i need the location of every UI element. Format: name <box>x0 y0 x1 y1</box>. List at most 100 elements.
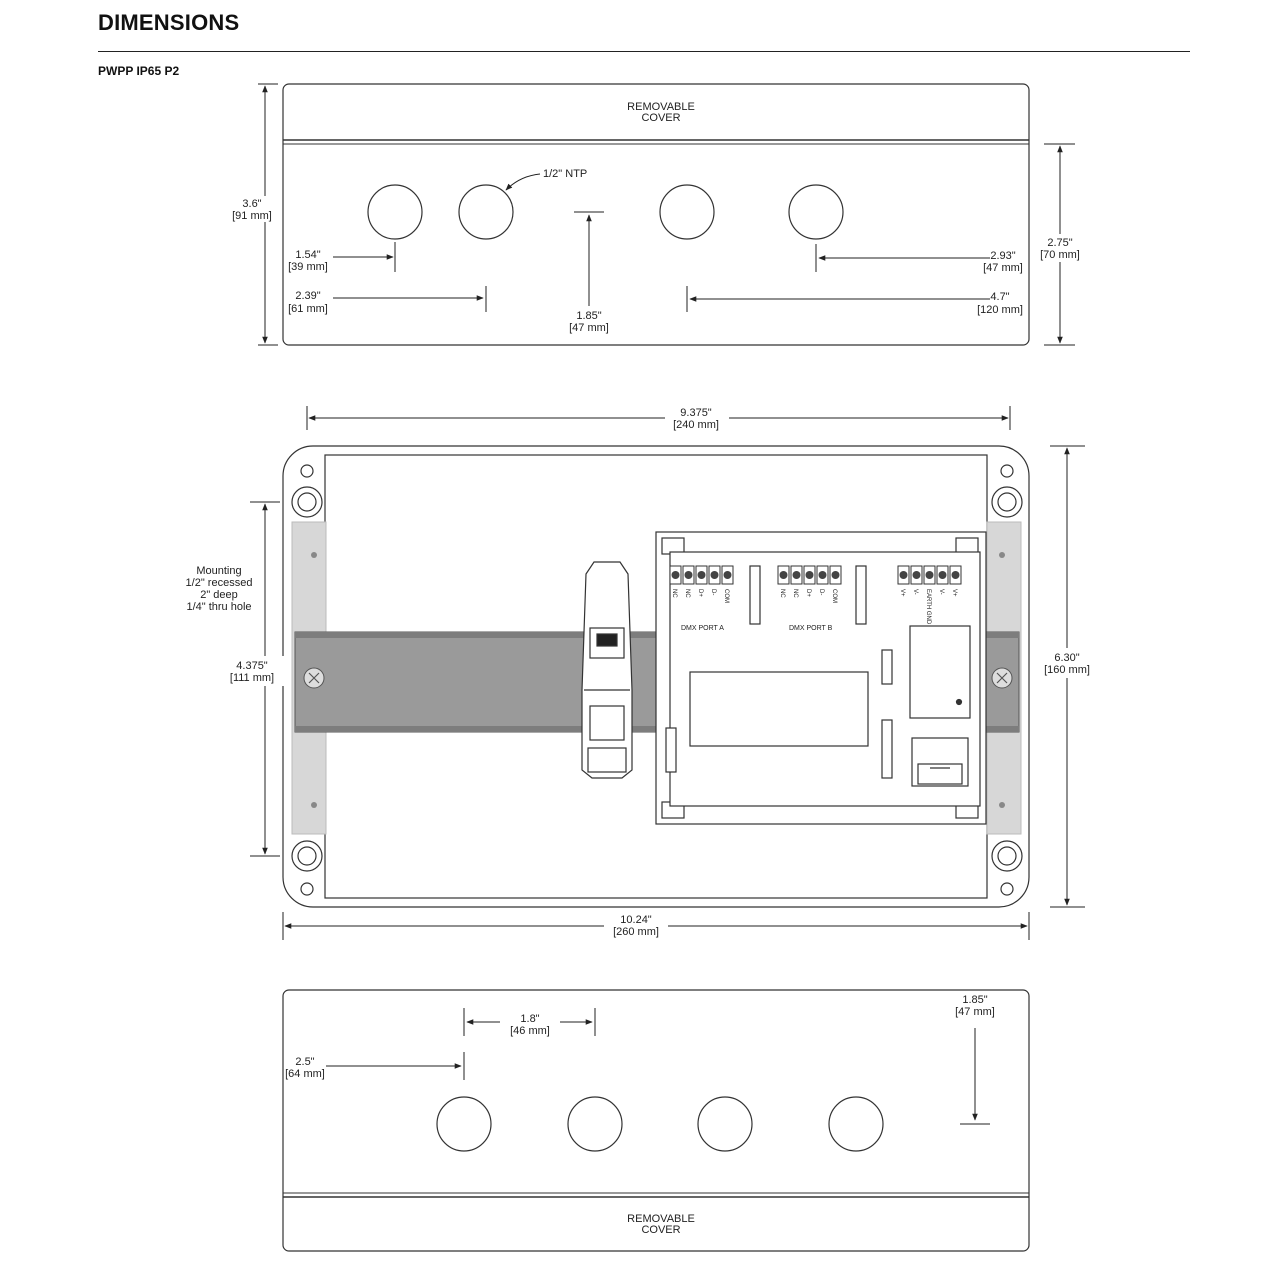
dim-275-in: 2.75" <box>1047 237 1072 249</box>
power-terminal-label-3: V- <box>938 589 944 595</box>
port-b-terminal-screw-4 <box>831 571 840 579</box>
power-terminal-screw-3 <box>938 571 947 579</box>
dim-47-in: 4.7" <box>990 291 1009 303</box>
top-knockout-3 <box>659 184 715 240</box>
port-a-terminal-label-1: NC <box>684 589 690 598</box>
port-a-terminal-label-3: D- <box>710 589 716 595</box>
dim-25-in: 2.5" <box>295 1056 314 1068</box>
bottom-knockout-4 <box>828 1096 884 1152</box>
corner-screw-br-outer <box>1000 882 1014 896</box>
knockout-leader <box>505 173 541 191</box>
port-b-label: DMX PORT B <box>789 625 833 632</box>
dim-18-mm: [46 mm] <box>510 1025 550 1037</box>
port-a-terminal-label-4: COM <box>723 589 729 603</box>
mount-hole-tr-inner <box>997 492 1017 512</box>
power-terminal-label-4: V+ <box>951 589 957 597</box>
dim-b185-in: 1.85" <box>962 994 987 1006</box>
dim-18-in: 1.8" <box>520 1013 539 1025</box>
top-view <box>282 83 1030 346</box>
dim-154-in: 1.54" <box>295 249 320 261</box>
power-terminal-screw-0 <box>899 571 908 579</box>
top-cover-label-2: COVER <box>641 112 680 124</box>
dim-293-mm: [47 mm] <box>983 262 1023 274</box>
port-b-terminal-label-1: NC <box>792 589 798 598</box>
top-knockout-4 <box>788 184 844 240</box>
dim-b185-mm: [47 mm] <box>955 1006 995 1018</box>
module-switch-1 <box>881 649 893 685</box>
mount-hole-br <box>991 840 1023 872</box>
power-terminal-screw-2 <box>925 571 934 579</box>
dim-outer-height-in: 6.30" <box>1054 652 1079 664</box>
port-a-terminal-screw-4 <box>723 571 732 579</box>
bottom-view <box>282 989 1030 1252</box>
dim-height-label-bg <box>222 196 280 222</box>
corner-screw-tl-outer <box>300 464 314 478</box>
mounting-note-1: Mounting <box>196 565 241 577</box>
port-a-terminal-screw-1 <box>684 571 693 579</box>
dim-293-in: 2.93" <box>990 250 1015 262</box>
dim-275-mm: [70 mm] <box>1040 249 1080 261</box>
module-switch-3 <box>665 727 677 773</box>
module-ethernet-inner <box>917 763 963 785</box>
dim-239-in: 2.39" <box>295 290 320 302</box>
bottom-knockout-2 <box>567 1096 623 1152</box>
dim-inner-width-in: 9.375" <box>680 407 712 419</box>
port-a-terminal-label-2: D+ <box>697 589 703 597</box>
dim-height-in: 3.6" <box>242 198 261 210</box>
bottom-enclosure-outline <box>282 989 1030 1252</box>
coupler-jack-top-port <box>596 633 618 647</box>
power-terminal-screw-4 <box>951 571 960 579</box>
dim-mount-height-mm: [111 mm] <box>230 672 274 684</box>
coupler-body <box>581 561 633 779</box>
coupler-base <box>587 747 627 773</box>
mount-hole-br-inner <box>997 846 1017 866</box>
right-rail-dot-top <box>999 552 1005 558</box>
port-b-terminal-label-4: COM <box>831 589 837 603</box>
mount-hole-tl-inner <box>297 492 317 512</box>
coupler-jack-bottom <box>589 705 625 741</box>
port-a-label: DMX PORT A <box>681 625 724 632</box>
dim-outer-width-mm: [260 mm] <box>613 926 659 938</box>
dim-mount-height-label-bg <box>222 656 284 686</box>
mounting-note-4: 1/4" thru hole <box>186 601 251 613</box>
module-switch-4 <box>749 565 761 625</box>
port-a-terminal-label-0: NC <box>671 589 677 598</box>
dim-239-mm: [61 mm] <box>288 303 328 315</box>
dim-outer-width-label-bg <box>604 912 668 940</box>
module-switch-5 <box>855 565 867 625</box>
page-title: DIMENSIONS <box>98 10 240 35</box>
power-terminal-label-1: V- <box>912 589 918 595</box>
dim-inner-width-mm: [240 mm] <box>673 419 719 431</box>
mounting-note-bg <box>176 562 262 614</box>
page-subtitle: PWPP IP65 P2 <box>98 64 180 78</box>
port-b-terminal-screw-3 <box>818 571 827 579</box>
mount-hole-tr <box>991 486 1023 518</box>
power-terminal-label-0: V+ <box>899 589 905 597</box>
port-a-terminal-screw-0 <box>671 571 680 579</box>
din-screw-left-cross <box>308 672 320 684</box>
dim-inner-width-label-bg <box>665 404 729 432</box>
port-b-terminal-label-0: NC <box>779 589 785 598</box>
knockout-label: 1/2" NTP <box>543 168 587 180</box>
top-knockout-1 <box>367 184 423 240</box>
dim-185-in: 1.85" <box>576 310 601 322</box>
mount-hole-bl <box>291 840 323 872</box>
left-rail-dot-top <box>311 552 317 558</box>
module-display-window <box>689 671 869 747</box>
right-rail-dot-bottom <box>999 802 1005 808</box>
dim-275-label-bg <box>1032 234 1088 262</box>
dim-outer-height-mm: [160 mm] <box>1044 664 1090 676</box>
port-a-terminal-screw-2 <box>697 571 706 579</box>
left-rail-dot-bottom <box>311 802 317 808</box>
module-status-led <box>955 698 963 706</box>
mounting-note-2: 1/2" recessed <box>186 577 253 589</box>
dim-mount-height-in: 4.375" <box>236 660 268 672</box>
mounting-note-3: 2" deep <box>200 589 238 601</box>
bottom-cover-label-1: REMOVABLE <box>627 1213 695 1225</box>
power-terminal-screw-1 <box>912 571 921 579</box>
din-screw-right-cross <box>996 672 1008 684</box>
corner-screw-tr-outer <box>1000 464 1014 478</box>
title-rule <box>98 51 1190 52</box>
